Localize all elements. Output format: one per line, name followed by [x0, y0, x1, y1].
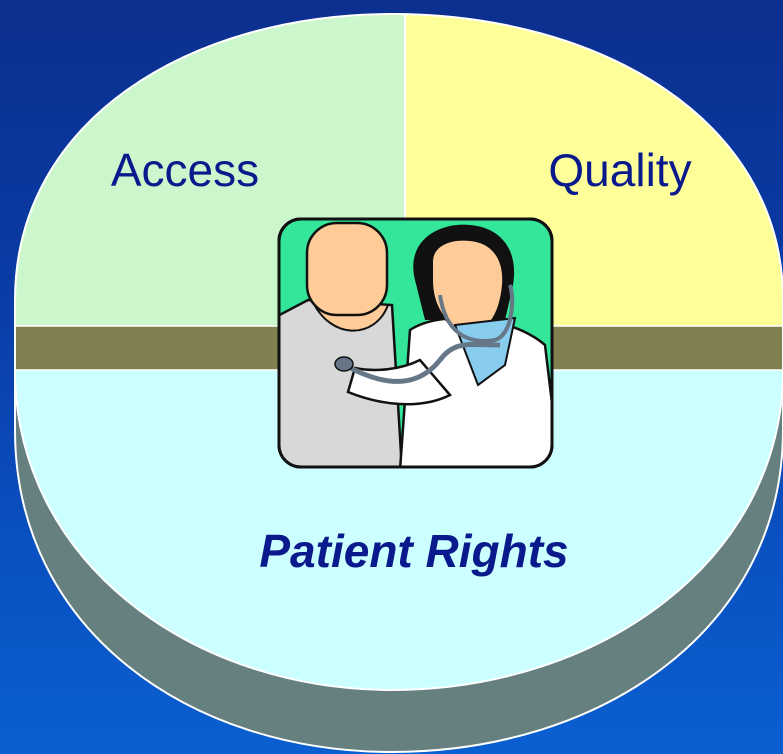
stethoscope-tube	[343, 341, 501, 384]
pie-top-outline	[14, 12, 783, 692]
stethoscope-earpieces	[438, 284, 515, 343]
patient-head	[305, 221, 389, 317]
stethoscope-chestpiece	[334, 356, 354, 372]
doctor-patient-clipart-icon	[277, 217, 554, 469]
patient-rights-label: Patient Rights	[259, 525, 568, 577]
access-label: Access	[111, 144, 259, 196]
quality-label: Quality	[548, 144, 691, 196]
doctor-scarf	[453, 316, 517, 387]
